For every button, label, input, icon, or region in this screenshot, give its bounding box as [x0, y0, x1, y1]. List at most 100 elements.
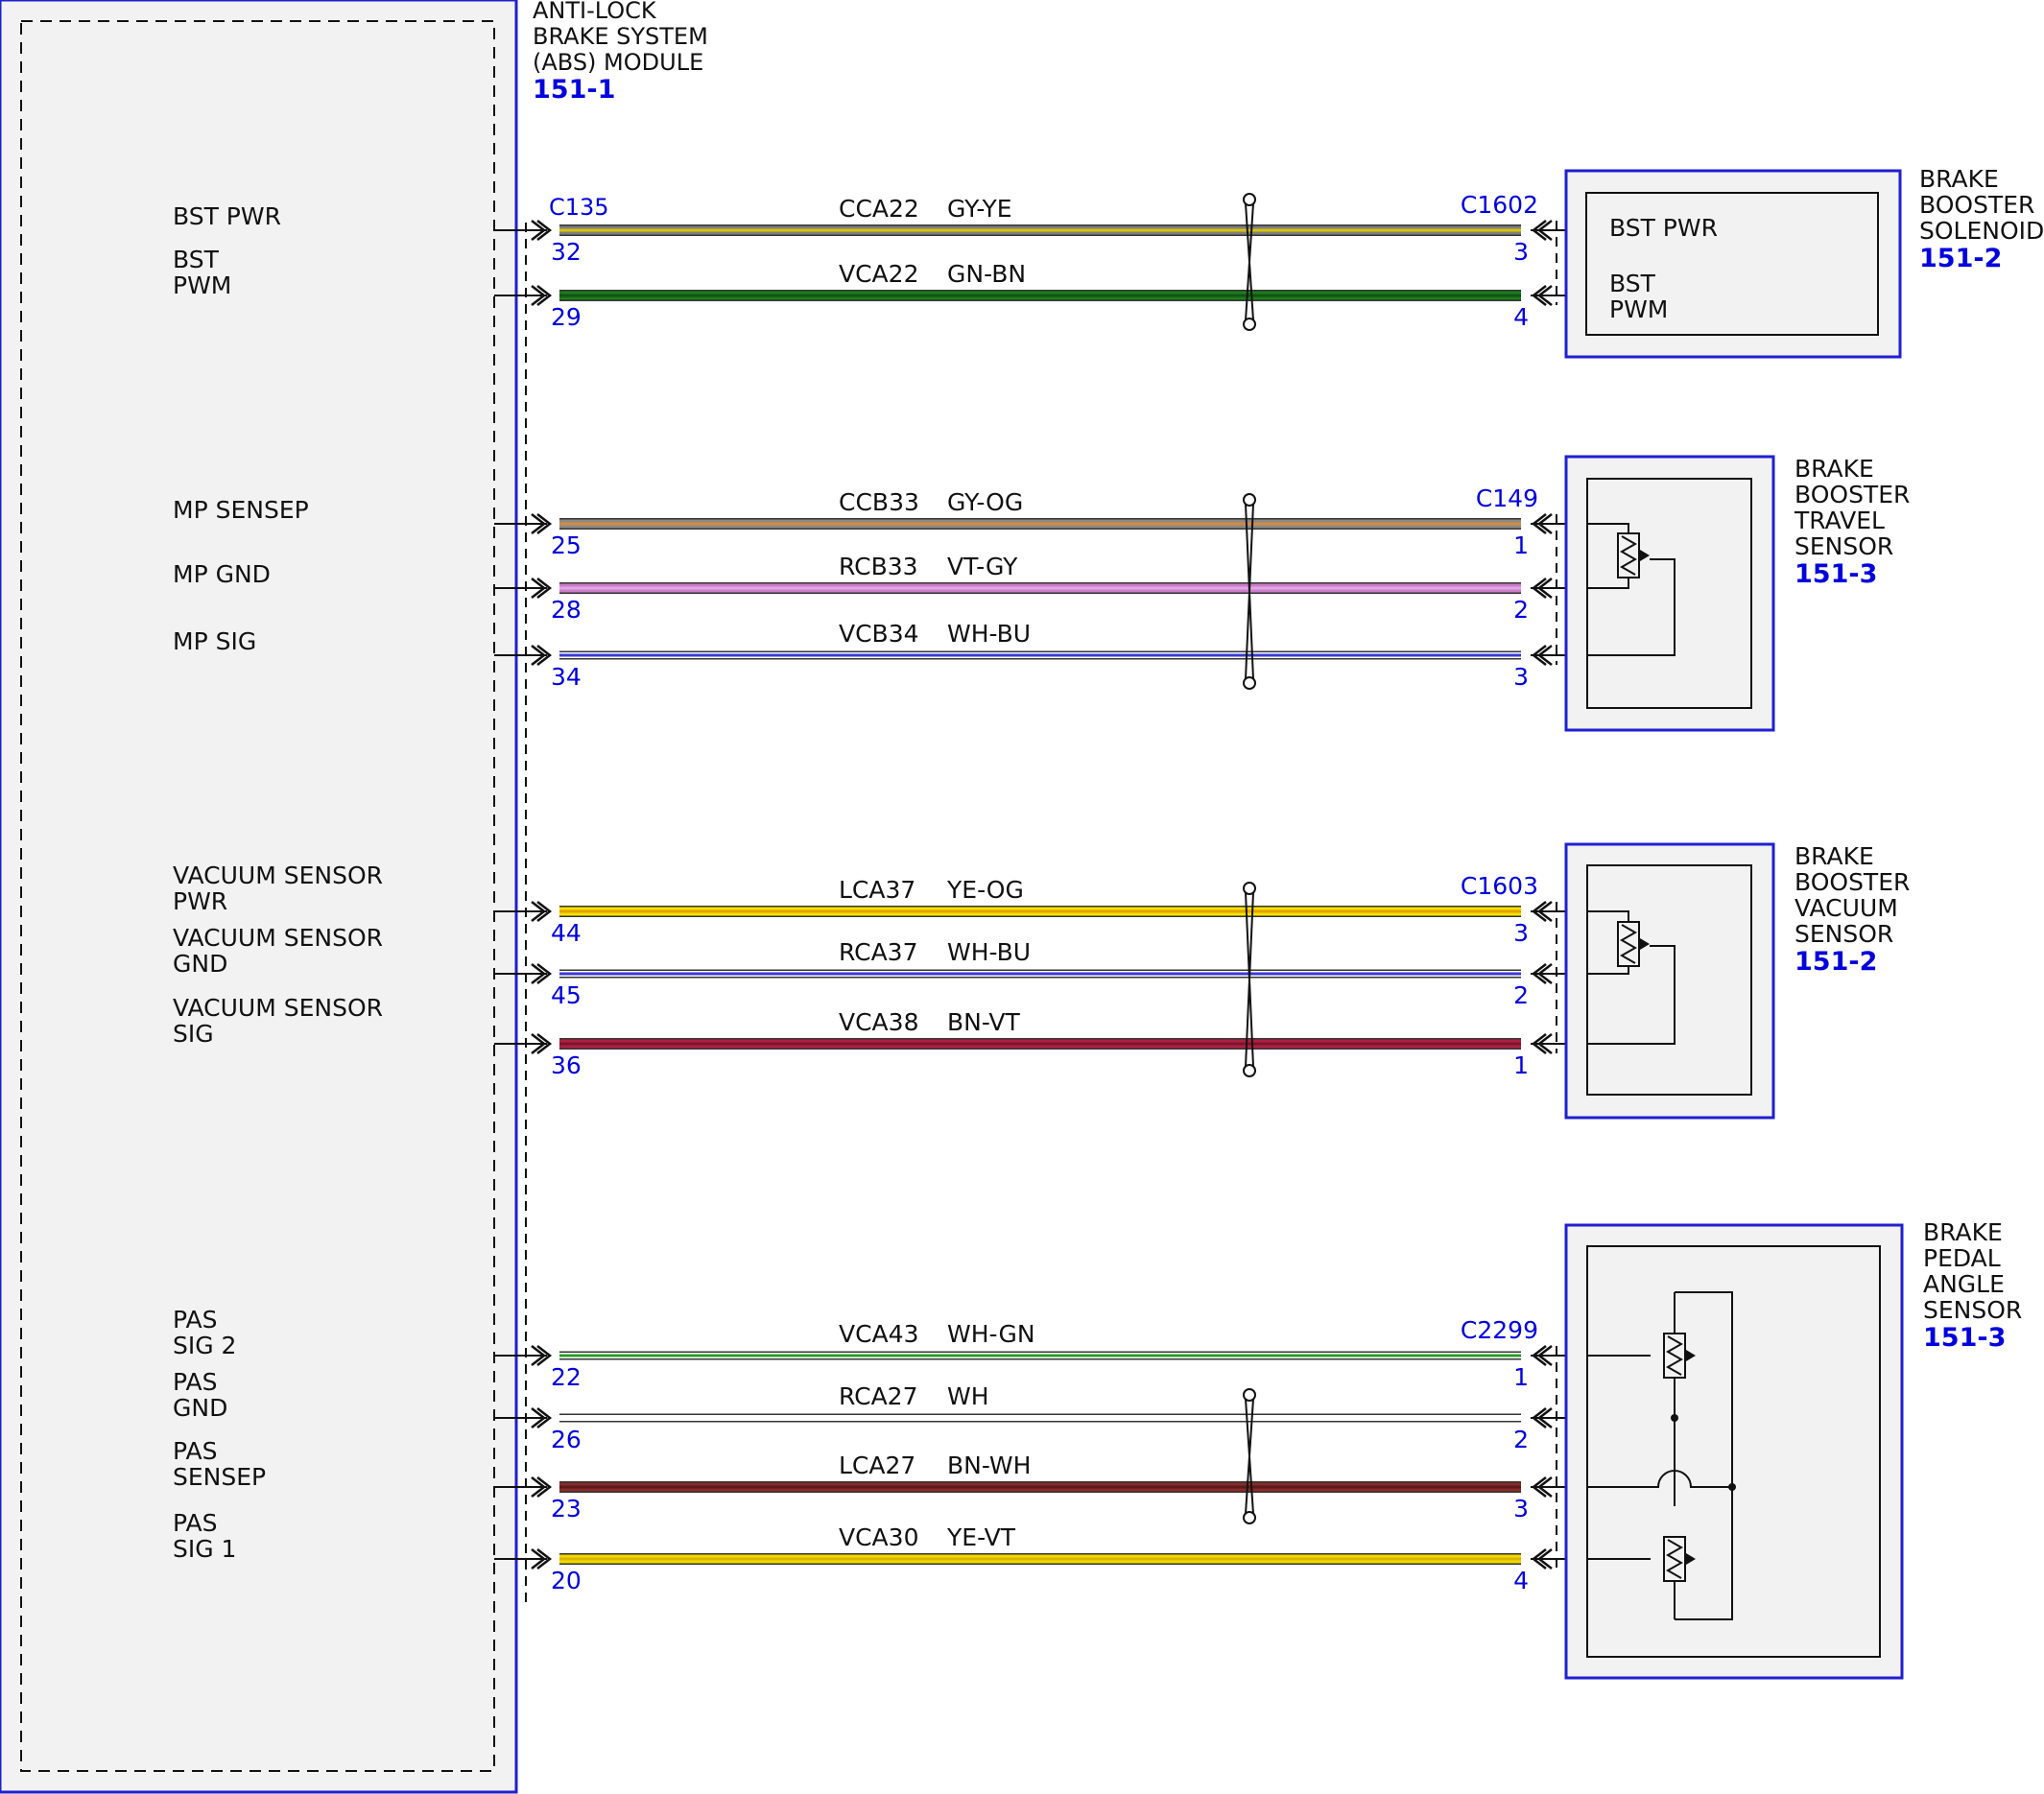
abs-signal-label: MP GND [173, 560, 271, 588]
wire-vca30-left-arrow-icon [531, 1548, 547, 1570]
left-pin-number: 22 [551, 1363, 582, 1391]
right-pin-number: 3 [1513, 663, 1529, 691]
device-name-line: BOOSTER [1794, 481, 1910, 508]
wire-color-code: YE-OG [946, 876, 1024, 904]
connector-label-c2299: C2299 [1461, 1316, 1538, 1344]
c135-connector-label: C135 [549, 194, 609, 221]
wire-vcb34-right-arrow-icon [1536, 645, 1553, 666]
twist-c149-cap-bottom [1243, 676, 1256, 690]
vacuum-pin1-trace [1588, 945, 1676, 1045]
abs-signal-label: GND [173, 950, 227, 978]
vacuum-sensor-potentiometer-wiper-arrow-icon [1640, 938, 1650, 950]
device-ref[interactable]: 151-2 [1794, 947, 1877, 977]
vacuum-sensor-potentiometer-zigzag [1619, 924, 1638, 964]
wire-lca27-right-arrow-icon [1536, 1476, 1553, 1498]
abs-signal-label: VACUUM SENSOR [173, 862, 383, 889]
right-pin-number: 2 [1513, 981, 1529, 1009]
wire-vca22-color-2 [559, 294, 1521, 297]
wire-lca37-left-arrow-icon [531, 901, 547, 922]
solenoid-pin-label: PWM [1609, 295, 1668, 323]
device-name-line: VACUUM [1794, 894, 1898, 922]
circuit-id: VCB34 [839, 620, 919, 648]
twist-c1603-line-b [1245, 891, 1254, 1068]
wire-rca37-left-arrow-icon [531, 963, 547, 984]
circuit-id: CCA22 [839, 195, 919, 223]
wire-rcb33-right-arrow-icon-2 [1531, 578, 1547, 599]
wire-vcb34-color-2 [559, 653, 1521, 657]
abs-signal-label: MP SIG [173, 627, 256, 655]
right-pin-number: 1 [1513, 1051, 1529, 1079]
device-name-line: BRAKE [1919, 165, 1999, 193]
right-pin-number: 4 [1513, 1567, 1529, 1594]
wire-color-code: WH-BU [947, 938, 1031, 966]
right-pin-number: 2 [1513, 1426, 1529, 1453]
device-name-line: BRAKE [1794, 455, 1874, 483]
wire-vca43-right-arrow-icon [1536, 1345, 1553, 1366]
circuit-id: LCA37 [839, 876, 915, 904]
wire-color-code: BN-VT [947, 1008, 1021, 1036]
wire-ccb33-left-arrow-icon [531, 513, 547, 534]
wire-cca22-color-2 [559, 228, 1521, 232]
device-name-line: SOLENOID [1919, 217, 2044, 245]
twist-c1602-cap-top [1243, 193, 1256, 206]
pedal-potentiometer-2-wiper-arrow-icon [1686, 1350, 1696, 1361]
abs-module-ref[interactable]: 151-1 [533, 75, 615, 105]
travel-pin3-trace [1588, 558, 1676, 656]
wire-color-code: WH [947, 1382, 989, 1410]
circuit-id: CCB33 [839, 488, 919, 516]
circuit-id: LCA27 [839, 1452, 915, 1479]
left-pin-number: 36 [551, 1051, 582, 1079]
wire-lca27-right-arrow-icon-2 [1531, 1476, 1547, 1498]
abs-signal-label: PAS [173, 1368, 217, 1396]
vacuum-pin2-trace [1588, 966, 1629, 975]
wire-ccb33-right-arrow-icon [1536, 513, 1553, 534]
wire-lca27-left-arrow-icon-2 [536, 1476, 553, 1498]
abs-signal-label: GND [173, 1394, 227, 1422]
abs-signal-label: SIG [173, 1020, 214, 1048]
wire-vca43-color-2 [559, 1354, 1521, 1357]
wire-rca37-color-2 [559, 972, 1521, 976]
left-pin-number: 29 [551, 303, 582, 331]
wire-color-code: GN-BN [947, 260, 1026, 288]
abs-module-title-2: BRAKE SYSTEM [533, 23, 708, 50]
wire-lca27-color-2 [559, 1485, 1521, 1489]
left-pin-number: 26 [551, 1426, 582, 1453]
abs-module-box [0, 0, 518, 1794]
twist-c1602-cap-bottom [1243, 318, 1256, 331]
wire-cca22-right-arrow-icon-2 [1531, 220, 1547, 241]
twist-c2299-cap-bottom [1243, 1511, 1256, 1524]
wire-vca43-right-arrow-icon-2 [1531, 1345, 1547, 1366]
wire-color-code: YE-VT [946, 1523, 1016, 1551]
device-name-line: BOOSTER [1919, 191, 2034, 219]
wire-ccb33-color-2 [559, 522, 1521, 526]
wire-rca37-left-arrow-icon-2 [536, 963, 553, 984]
twist-c1602-line-b [1245, 202, 1254, 321]
pedal-pin3-trace [1588, 1470, 1732, 1488]
device-name-line: BRAKE [1794, 842, 1874, 870]
circuit-id: VCA30 [839, 1523, 918, 1551]
device-inner-box [1585, 192, 1879, 336]
wire-vca38-left-arrow-icon-2 [536, 1033, 553, 1054]
right-pin-number: 3 [1513, 919, 1529, 947]
abs-signal-label: BST PWR [173, 202, 281, 230]
wire-vca22-left-arrow-icon-2 [536, 285, 553, 306]
pedal-sensep-junction-dot [1728, 1483, 1736, 1491]
device-ref[interactable]: 151-3 [1794, 559, 1877, 589]
wire-rcb33-left-arrow-icon [531, 578, 547, 599]
device-ref[interactable]: 151-2 [1919, 244, 2002, 273]
device-name-line: SENSOR [1923, 1296, 2022, 1324]
abs-signal-label: SIG 2 [173, 1332, 236, 1359]
wire-rcb33-left-arrow-icon-2 [536, 578, 553, 599]
wire-rcb33-right-arrow-icon [1536, 578, 1553, 599]
right-pin-number: 3 [1513, 238, 1529, 266]
right-pin-number: 3 [1513, 1495, 1529, 1523]
wire-vcb34-left-arrow-icon-2 [536, 645, 553, 666]
connector-label-c1603: C1603 [1461, 872, 1538, 900]
twist-c2299-cap-top [1243, 1388, 1256, 1402]
wire-vca43-left-arrow-icon [531, 1345, 547, 1366]
wire-color-code: WH-BU [947, 620, 1031, 648]
device-ref[interactable]: 151-3 [1923, 1323, 2006, 1353]
device-name-line: BRAKE [1923, 1218, 2003, 1246]
